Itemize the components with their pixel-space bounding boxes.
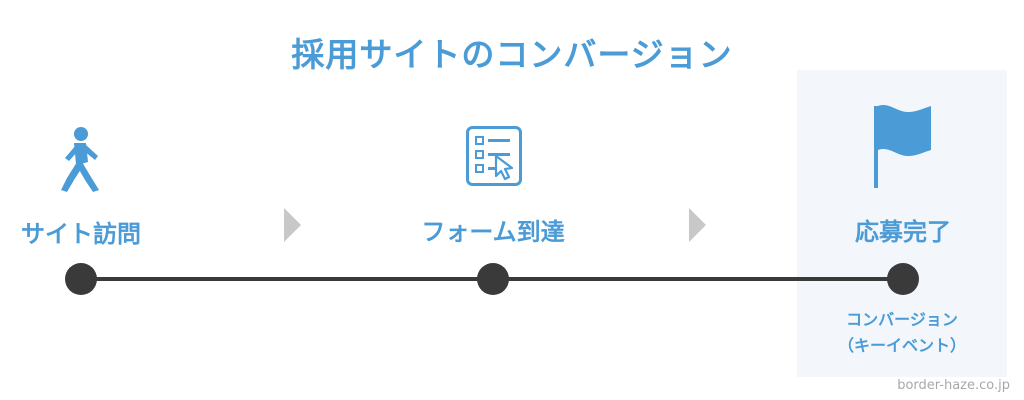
step-label-apply: 応募完了 <box>855 218 951 246</box>
diagram-title: 採用サイトのコンバージョン <box>291 35 733 74</box>
timeline-node-visit <box>65 263 97 295</box>
conversion-label: コンバージョン <box>846 310 958 329</box>
form-checklist-icon <box>466 126 522 186</box>
timeline-node-form <box>477 263 509 295</box>
step-label-visit: サイト訪問 <box>21 220 141 248</box>
step-label-form: フォーム到達 <box>421 218 565 246</box>
timeline-node-apply <box>887 263 919 295</box>
flag-icon <box>874 105 931 188</box>
key-event-label: （キーイベント） <box>837 336 966 355</box>
walking-person-icon <box>61 127 99 192</box>
arrow-icon-1 <box>284 208 301 242</box>
site-credit: border-haze.co.jp <box>897 378 1010 393</box>
arrow-icon-2 <box>689 208 706 242</box>
